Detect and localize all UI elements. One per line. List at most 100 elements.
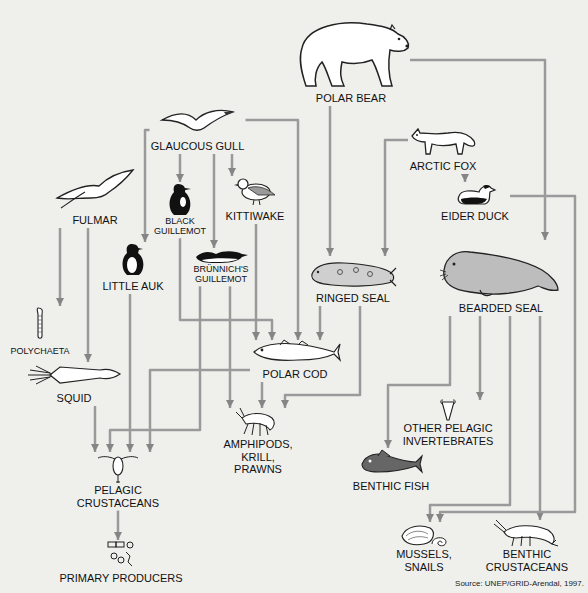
guillemot-patch <box>180 197 186 207</box>
ringed-seal-drawing <box>312 263 396 286</box>
mussel-lines <box>406 531 428 540</box>
black-guillemot-drawing <box>170 184 192 215</box>
brunnich-body <box>196 251 248 263</box>
species-label: BENTHIC CRUSTACEANS <box>482 548 572 573</box>
species-label: RINGED SEAL <box>316 292 390 305</box>
food-web-node: PRIMARY PRODUCERS <box>58 540 184 586</box>
eider-belly <box>461 198 487 205</box>
bear-ear <box>390 25 395 30</box>
copepod-body <box>113 457 123 475</box>
eider-body <box>458 186 495 204</box>
fox-body <box>412 129 475 154</box>
species-label: PELAGIC CRUSTACEANS <box>73 484 163 509</box>
benthic-crustacean-drawing <box>494 520 558 546</box>
feeding-arrow <box>539 316 542 520</box>
source-note: Source: UNEP/GRID-Arendal, 1997. <box>455 579 584 588</box>
species-label: AMPHIPODS, KRILL, PRAWNS <box>218 438 298 476</box>
mussel-drawing <box>402 526 446 546</box>
fulmar-wing <box>61 192 85 208</box>
fox-drawing <box>412 129 475 154</box>
eider-drawing <box>458 185 495 204</box>
feeding-arrow <box>410 60 545 240</box>
shrimp-legs <box>494 520 558 546</box>
species-label: BLACK GUILLEMOT <box>151 216 209 237</box>
food-web-node: BLACK GUILLEMOT <box>150 182 210 238</box>
feeding-arrow <box>464 174 467 182</box>
bear-body <box>300 23 408 86</box>
food-web-node: SQUID <box>26 362 122 406</box>
species-label: GLAUCOUS GULL <box>151 140 245 153</box>
species-label: PRIMARY PRODUCERS <box>59 572 182 585</box>
species-label: FULMAR <box>72 214 117 227</box>
kittiwake-head <box>238 179 248 189</box>
diatom <box>108 542 116 547</box>
auk-body <box>123 244 144 275</box>
ringed-seal-spot <box>338 270 343 275</box>
bearded-seal-flipper <box>480 290 492 296</box>
feeding-arrow <box>145 130 150 242</box>
bear-eye <box>398 38 401 41</box>
food-web-node: PELAGIC CRUSTACEANS <box>72 452 164 511</box>
food-web-node: BEARDED SEAL <box>440 240 562 316</box>
feeding-arrow <box>246 120 299 340</box>
kittiwake-wing <box>248 187 275 195</box>
cod-body <box>254 344 340 361</box>
copepod-antennae <box>98 457 138 483</box>
bearded-seal-whiskers <box>440 270 448 280</box>
food-web-node: POLYCHAETA <box>9 306 71 358</box>
food-web-node: AMPHIPODS, KRILL, PRAWNS <box>217 408 299 477</box>
polar-cod-drawing <box>254 340 340 360</box>
algal-cell <box>118 557 124 563</box>
ringed-seal-flipper <box>390 268 396 286</box>
feeding-arrow <box>129 294 132 452</box>
species-label: SQUID <box>57 392 92 405</box>
worm-segments <box>38 316 42 332</box>
species-label: POLAR BEAR <box>316 92 386 105</box>
feeding-arrow <box>117 511 120 540</box>
food-web-node: FULMAR <box>55 168 135 228</box>
copepod-drawing <box>98 457 138 483</box>
kittiwake-beak <box>234 184 238 186</box>
benthic-fish-fin <box>378 450 390 456</box>
ringed-seal-spot <box>354 268 359 273</box>
bearded-seal-body <box>444 252 558 294</box>
food-web-node: GLAUCOUS GULL <box>150 108 246 154</box>
polar-bear-drawing <box>300 23 408 86</box>
ringed-seal-body <box>312 263 394 286</box>
feeding-arrow <box>479 316 482 400</box>
gull-wings <box>162 110 233 130</box>
auk-beak <box>138 248 143 250</box>
bearded-seal-drawing <box>440 252 558 296</box>
gull-drawing <box>162 110 233 130</box>
guillemot-beak <box>185 188 191 190</box>
species-label: BENTHIC FISH <box>353 480 429 493</box>
benthic-fish-body <box>362 454 422 472</box>
food-web-node: ARCTIC FOX <box>408 122 478 174</box>
species-label: POLAR COD <box>263 368 328 381</box>
species-label: KITTIWAKE <box>226 210 285 223</box>
snail-shell <box>432 538 446 546</box>
food-web-node: POLAR BEAR <box>292 8 410 106</box>
species-label: LITTLE AUK <box>102 280 163 293</box>
benthic-fish-drawing <box>362 450 422 472</box>
feeding-arrow <box>430 316 510 522</box>
food-web-node: BENTHIC FISH <box>352 448 431 494</box>
feeding-arrow <box>231 154 234 176</box>
feeding-arrow <box>213 154 216 248</box>
feeding-arrow <box>440 196 575 522</box>
amphipod-drawing <box>236 408 274 436</box>
auk-belly <box>127 257 137 273</box>
cod-fins <box>280 340 308 345</box>
gull-wingtip <box>224 112 233 115</box>
food-web-node: MUSSELS, SNAILS <box>388 522 460 575</box>
feeding-arrow <box>261 382 264 408</box>
species-label: BRÜNNICH'S GUILLEMOT <box>188 264 254 285</box>
eider-cap <box>483 185 490 189</box>
food-web-node: KITTIWAKE <box>225 176 286 224</box>
worm-body <box>37 308 42 338</box>
species-label: BEARDED SEAL <box>459 302 543 315</box>
species-label: POLYCHAETA <box>10 346 69 356</box>
fox-eye <box>416 134 418 136</box>
invertebrate-wings <box>441 400 456 404</box>
feeding-arrow <box>94 406 97 452</box>
